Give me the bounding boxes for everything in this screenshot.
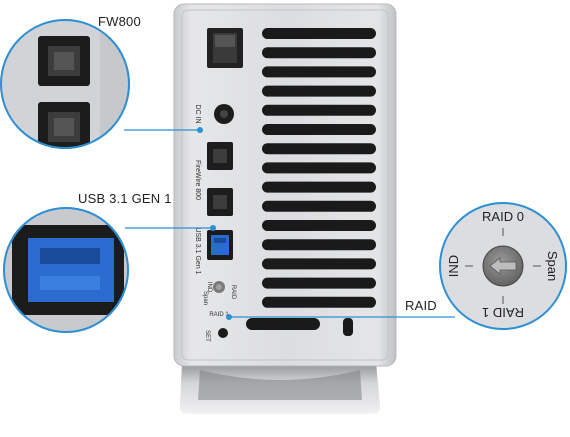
dc-in-label: DC IN: [194, 104, 201, 123]
fw800-callout: FW800: [98, 14, 141, 29]
vent-slot: [262, 200, 376, 212]
vent-slot: [262, 220, 376, 231]
span-small-label: Span: [202, 291, 208, 305]
callout-lines: [124, 129, 455, 318]
set-button[interactable]: [218, 328, 228, 338]
vent-slot: [262, 66, 376, 78]
dial-ind-label: IND: [446, 255, 461, 277]
raid-dial-zoom-bubble: RAID 0 IND Span RAID 1: [439, 202, 567, 330]
vent-slot: [262, 143, 376, 155]
raid-callout: RAID: [405, 298, 437, 313]
set-label: SET: [204, 330, 210, 342]
vent-slot: [262, 162, 376, 174]
dial-raid1-label: RAID 1: [482, 305, 524, 320]
raid1-small-label: RAID 1: [209, 312, 229, 318]
vent-slot: [262, 181, 376, 193]
vent-slot: [262, 277, 376, 289]
firewire-port-2[interactable]: [207, 188, 233, 216]
vent-slot: [262, 47, 376, 59]
usb-callout: USB 3.1 GEN 1: [78, 191, 172, 206]
usb-zoom-bubble: [3, 207, 129, 333]
dc-in-port[interactable]: [214, 104, 234, 124]
power-switch[interactable]: [207, 28, 243, 68]
raid-selector-small[interactable]: [213, 281, 225, 293]
vent-slot: [262, 258, 376, 270]
vent-slot-short: [246, 318, 320, 330]
vent-slot: [262, 85, 376, 97]
firewire-label: FireWire 800: [194, 160, 201, 200]
ind-small-label: IND: [206, 282, 212, 293]
vent-grille: [246, 28, 376, 330]
dial-raid0-label: RAID 0: [482, 209, 524, 224]
vent-slot: [262, 28, 376, 39]
fw800-zoom-bubble: [0, 19, 130, 149]
vent-slot: [262, 124, 376, 135]
dial-span-label: Span: [545, 251, 560, 281]
vent-slot: [262, 104, 376, 116]
firewire-port-1[interactable]: [207, 142, 233, 170]
raid-small-label: RAID: [230, 285, 236, 300]
vent-slot: [262, 296, 376, 308]
usb-label: USB 3.1 Gen 1: [194, 227, 201, 274]
usb-port[interactable]: [207, 230, 233, 260]
lock-icon: [343, 318, 353, 336]
vent-slot: [262, 239, 376, 251]
